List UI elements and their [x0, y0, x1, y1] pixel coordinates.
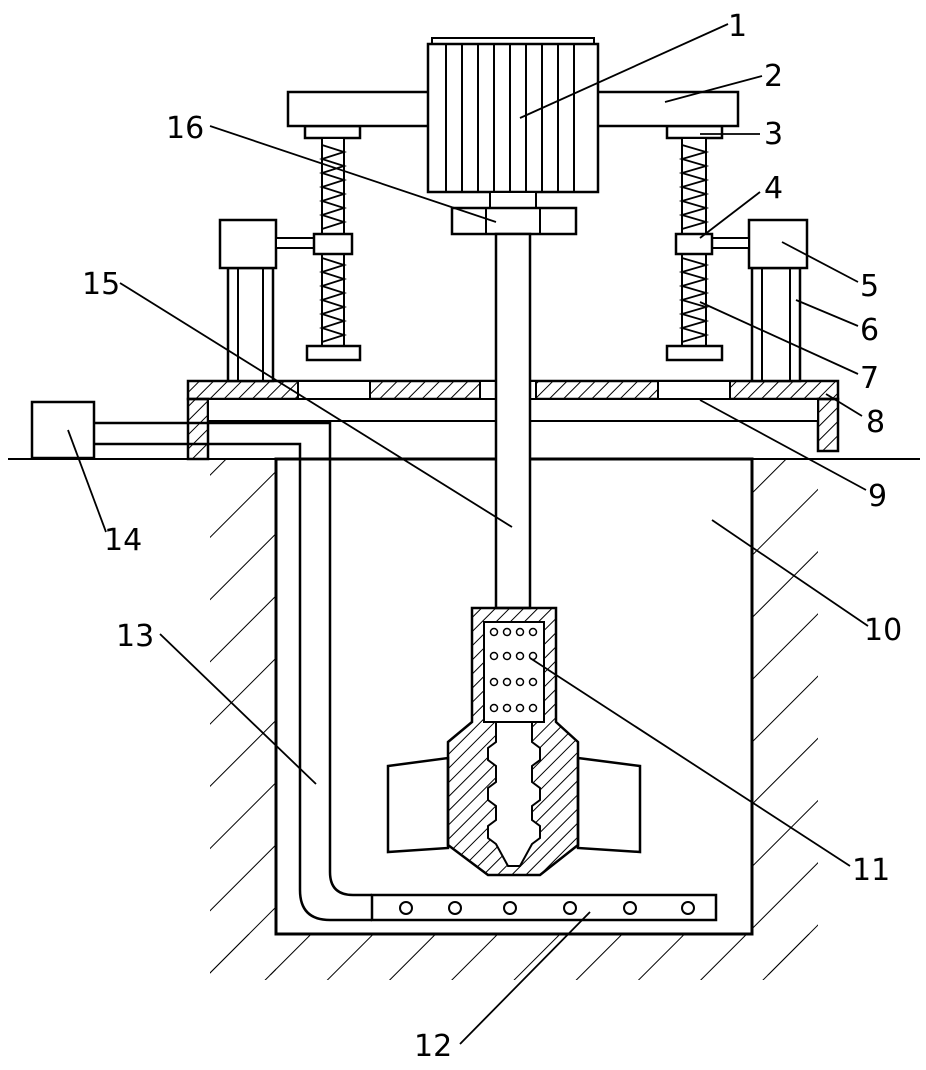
label-1: 1: [728, 9, 747, 44]
leader-4: [699, 191, 761, 239]
label-15: 15: [82, 267, 120, 302]
arm-right: [710, 237, 750, 249]
label-13: 13: [116, 619, 154, 654]
leader-8: [825, 393, 863, 417]
label-3: 3: [764, 117, 783, 152]
perforation-holes: [489, 627, 538, 713]
coupling: [450, 206, 578, 236]
leader-1: [519, 23, 729, 119]
leader-5: [781, 241, 859, 283]
air-pipe: [95, 421, 718, 922]
motor: [426, 37, 600, 209]
drive-box-right: [747, 218, 809, 270]
leader-13: [159, 633, 317, 785]
aeration-pipe: [370, 893, 718, 922]
label-14: 14: [104, 523, 142, 558]
aeration-holes: [399, 901, 695, 915]
leader-15: [119, 282, 513, 528]
label-5: 5: [860, 269, 879, 304]
label-6: 6: [860, 313, 879, 348]
nut-right: [674, 232, 714, 256]
nut-left: [312, 232, 354, 256]
leader-lines: [67, 23, 869, 1045]
label-7: 7: [860, 361, 879, 396]
label-10: 10: [864, 613, 902, 648]
drive-box-left: [218, 218, 278, 270]
label-11: 11: [852, 853, 890, 888]
arm-left: [275, 237, 315, 249]
support-post-left: [226, 266, 275, 383]
stirring-head: [386, 606, 642, 877]
label-16: 16: [166, 111, 204, 146]
leader-14: [67, 429, 107, 533]
cover-opening: [657, 380, 731, 400]
label-9: 9: [868, 479, 887, 514]
label-12: 12: [414, 1029, 452, 1064]
label-2: 2: [764, 59, 783, 94]
leader-6: [795, 299, 859, 327]
cover-opening: [297, 380, 371, 400]
label-8: 8: [866, 405, 885, 440]
label-4: 4: [764, 171, 783, 206]
leader-2: [664, 75, 763, 103]
leader-11: [529, 657, 851, 867]
stirring-shaft: [494, 232, 532, 610]
ground: [8, 458, 920, 980]
leader-16: [209, 125, 497, 223]
leader-7: [699, 301, 859, 375]
leader-12: [459, 911, 591, 1045]
blower: [30, 400, 96, 460]
labels: 1 2 3 4 5 6 7 8 9 10 11 12 13 14 15 16: [82, 9, 902, 1064]
support-post-right: [750, 266, 802, 383]
leader-10: [711, 519, 869, 627]
leader-9: [699, 399, 867, 491]
